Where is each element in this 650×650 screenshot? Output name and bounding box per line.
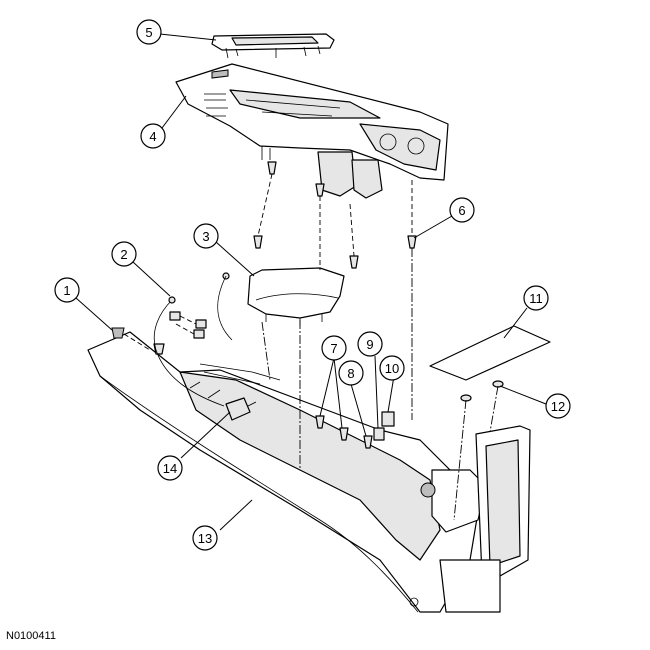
callout-1: 1 (54, 277, 80, 303)
callout-4: 4 (140, 123, 166, 149)
assembly-lines (123, 173, 499, 521)
part-6-fasteners (253, 161, 417, 269)
callout-2-label: 2 (120, 247, 127, 262)
callout-3: 3 (193, 223, 219, 249)
callout-6: 6 (449, 197, 475, 223)
callout-2: 2 (111, 241, 137, 267)
part-5-trim-bezel (211, 33, 335, 59)
callout-6-label: 6 (458, 203, 465, 218)
callout-11-label: 11 (529, 291, 543, 306)
callout-9-label: 9 (366, 337, 373, 352)
callout-13: 13 (192, 525, 218, 551)
part-3-cushion (247, 267, 345, 326)
part-11-pad (429, 325, 551, 381)
callout-14: 14 (157, 455, 183, 481)
callout-7-label: 7 (330, 341, 337, 356)
callout-10-label: 10 (385, 361, 399, 376)
callout-9: 9 (357, 331, 383, 357)
callout-7: 7 (321, 335, 347, 361)
part-12-clip (460, 380, 504, 402)
part-14-bracket (199, 363, 281, 421)
callout-10: 10 (379, 355, 405, 381)
callout-5: 5 (136, 19, 162, 45)
callout-8-label: 8 (347, 366, 354, 381)
part-4-upper-panel (175, 63, 449, 199)
part-2-wire-harness (153, 272, 233, 407)
callout-8: 8 (338, 360, 364, 386)
callout-13-label: 13 (198, 531, 212, 546)
callout-5-label: 5 (145, 25, 152, 40)
callout-11: 11 (523, 285, 549, 311)
parts-7-10-hardware (315, 411, 395, 449)
callout-1-label: 1 (63, 283, 70, 298)
callout-12-label: 12 (551, 399, 565, 414)
leader-lines (75, 33, 547, 531)
callout-3-label: 3 (202, 229, 209, 244)
callout-14-label: 14 (163, 461, 177, 476)
callout-12: 12 (545, 393, 571, 419)
part-13-console-housing (87, 331, 531, 613)
callout-4-label: 4 (149, 129, 156, 144)
drawing-id-label: N0100411 (6, 630, 56, 642)
